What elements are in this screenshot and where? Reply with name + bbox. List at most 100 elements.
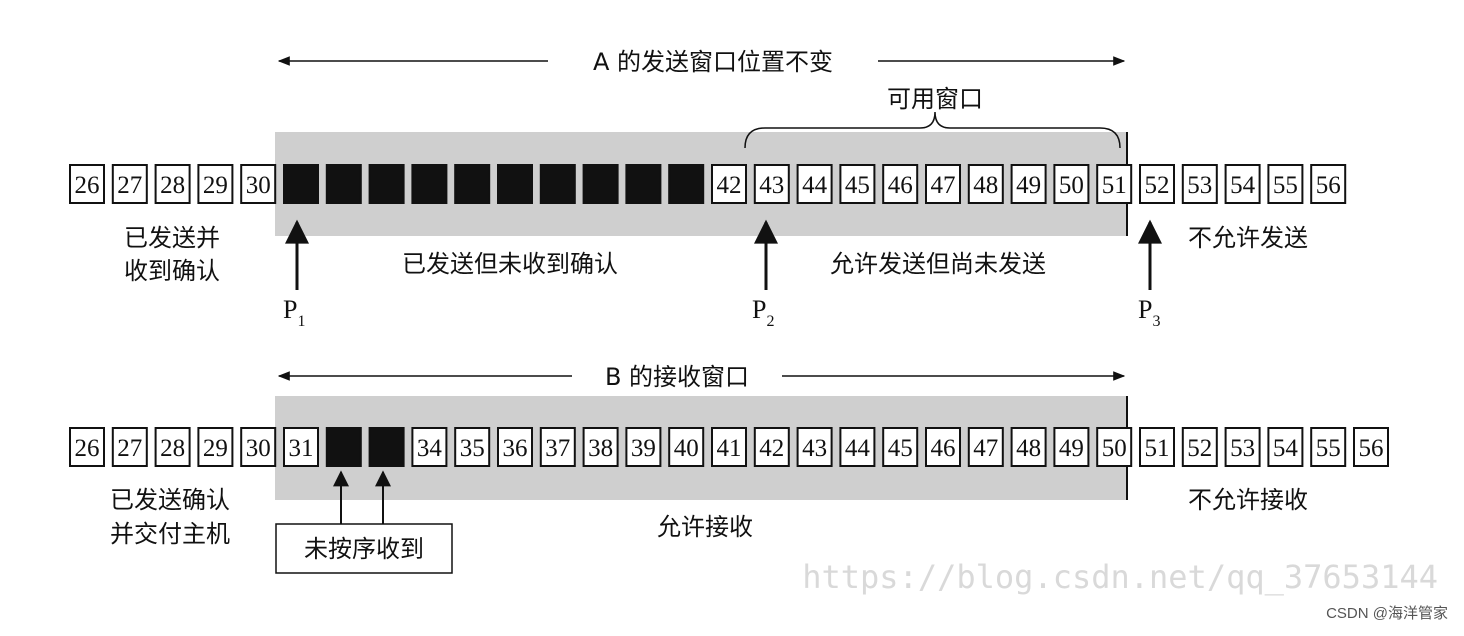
sequence-cell bbox=[625, 427, 662, 467]
sequence-cell bbox=[753, 427, 790, 467]
sequence-cell bbox=[1224, 427, 1261, 467]
label-allowed-unsent: 允许发送但尚未发送 bbox=[830, 250, 1046, 278]
sequence-number: 50 bbox=[1059, 172, 1084, 199]
sequence-number: 45 bbox=[845, 172, 870, 199]
sequence-number: 29 bbox=[203, 172, 228, 199]
available-window-brace bbox=[744, 111, 1121, 149]
label-allowed-receive: 允许接收 bbox=[657, 513, 753, 541]
sequence-number: 45 bbox=[888, 435, 913, 462]
sequence-number: 51 bbox=[1145, 435, 1170, 462]
sequence-cell bbox=[240, 164, 277, 204]
sequence-number: 38 bbox=[588, 435, 613, 462]
sequence-cell bbox=[154, 427, 191, 467]
label-sent-unacked: 已发送但未收到确认 bbox=[402, 250, 618, 278]
sequence-cell bbox=[1096, 164, 1133, 204]
sequence-cell bbox=[711, 164, 747, 204]
sequence-cell-filled bbox=[325, 427, 362, 467]
label-not-allowed-receive: 不允许接收 bbox=[1188, 486, 1308, 514]
sequence-number: 42 bbox=[759, 435, 784, 462]
sequence-cell-filled bbox=[411, 164, 448, 204]
sequence-number: 48 bbox=[1016, 435, 1041, 462]
sequence-cell bbox=[154, 164, 191, 204]
window-a-title: A 的发送窗口位置不变 bbox=[593, 48, 833, 76]
sequence-number: 28 bbox=[160, 435, 185, 462]
sequence-number: 39 bbox=[631, 435, 656, 462]
sequence-cell-filled bbox=[368, 427, 405, 467]
sequence-number: 27 bbox=[117, 172, 142, 199]
sequence-cell bbox=[1053, 427, 1090, 467]
pointer-p1-label: P1 bbox=[283, 295, 305, 330]
sequence-number: 49 bbox=[1059, 435, 1084, 462]
sequence-cell bbox=[1139, 164, 1175, 204]
sequence-number: 37 bbox=[545, 435, 570, 462]
sequence-cell bbox=[796, 427, 833, 467]
sequence-number: 29 bbox=[203, 435, 228, 462]
sequence-cell bbox=[111, 164, 148, 204]
sequence-cell bbox=[668, 427, 705, 467]
sequence-cell-filled bbox=[582, 164, 619, 204]
sequence-cell bbox=[69, 164, 105, 204]
sequence-number: 54 bbox=[1273, 435, 1299, 462]
sequence-cell-filled bbox=[668, 164, 705, 204]
label-sent-acked-line1: 已发送并 bbox=[124, 224, 220, 252]
sequence-number: 26 bbox=[75, 172, 100, 199]
sequence-number: 56 bbox=[1359, 435, 1384, 462]
sequence-number: 27 bbox=[117, 435, 142, 462]
sequence-number: 30 bbox=[246, 435, 271, 462]
sequence-number: 43 bbox=[759, 172, 784, 199]
sequence-cell bbox=[967, 427, 1004, 467]
sequence-number: 52 bbox=[1145, 172, 1170, 199]
pointer-p2-label: P2 bbox=[752, 295, 774, 330]
sequence-cell bbox=[283, 427, 319, 467]
sequence-cell bbox=[839, 164, 876, 204]
sequence-number: 31 bbox=[289, 435, 314, 462]
sequence-cell bbox=[1053, 164, 1090, 204]
sequence-cell bbox=[753, 164, 790, 204]
sequence-number: 36 bbox=[503, 435, 528, 462]
sequence-number: 47 bbox=[931, 172, 956, 199]
label-sent-acked-line2: 收到确认 bbox=[124, 257, 220, 285]
sequence-cell-filled bbox=[368, 164, 405, 204]
sequence-cell bbox=[882, 164, 919, 204]
sequence-number: 48 bbox=[973, 172, 998, 199]
sequence-cell bbox=[882, 427, 919, 467]
sequence-cell bbox=[454, 427, 491, 467]
sequence-cell bbox=[1310, 427, 1347, 467]
sequence-cell-filled bbox=[325, 164, 362, 204]
sequence-number: 55 bbox=[1316, 435, 1341, 462]
sequence-cell bbox=[582, 427, 619, 467]
sequence-cell bbox=[1224, 164, 1261, 204]
sequence-number: 50 bbox=[1102, 435, 1127, 462]
sequence-number: 42 bbox=[717, 172, 742, 199]
sequence-number: 54 bbox=[1230, 172, 1256, 199]
sequence-number: 56 bbox=[1316, 172, 1341, 199]
sequence-cell-filled bbox=[283, 164, 319, 204]
sequence-cell bbox=[69, 427, 105, 467]
label-delivered-line2: 并交付主机 bbox=[110, 520, 230, 548]
sequence-cell bbox=[411, 427, 448, 467]
sequence-cell bbox=[1181, 427, 1218, 467]
sequence-cell bbox=[1010, 164, 1047, 204]
sequence-number: 49 bbox=[1016, 172, 1041, 199]
watermark-credit: CSDN @海洋管家 bbox=[1326, 605, 1448, 622]
out-of-order-box bbox=[275, 523, 453, 574]
sequence-number: 44 bbox=[802, 172, 828, 199]
sequence-number: 55 bbox=[1273, 172, 1298, 199]
label-not-allowed-send: 不允许发送 bbox=[1188, 224, 1308, 252]
sequence-cell-filled bbox=[539, 164, 576, 204]
sequence-cell bbox=[240, 427, 277, 467]
label-delivered-line1: 已发送确认 bbox=[110, 486, 230, 514]
watermark-url: https://blog.csdn.net/qq_37653144 bbox=[802, 558, 1438, 596]
sequence-cell bbox=[197, 164, 234, 204]
available-window-label: 可用窗口 bbox=[887, 85, 983, 113]
sequence-cell bbox=[925, 164, 961, 204]
sequence-cell bbox=[1310, 164, 1347, 204]
sequence-number: 26 bbox=[75, 435, 100, 462]
sequence-cell bbox=[1267, 164, 1304, 204]
sequence-number: 51 bbox=[1102, 172, 1127, 199]
sequence-cell bbox=[197, 427, 234, 467]
out-of-order-label: 未按序收到 bbox=[304, 535, 424, 563]
sequence-number: 41 bbox=[717, 435, 742, 462]
